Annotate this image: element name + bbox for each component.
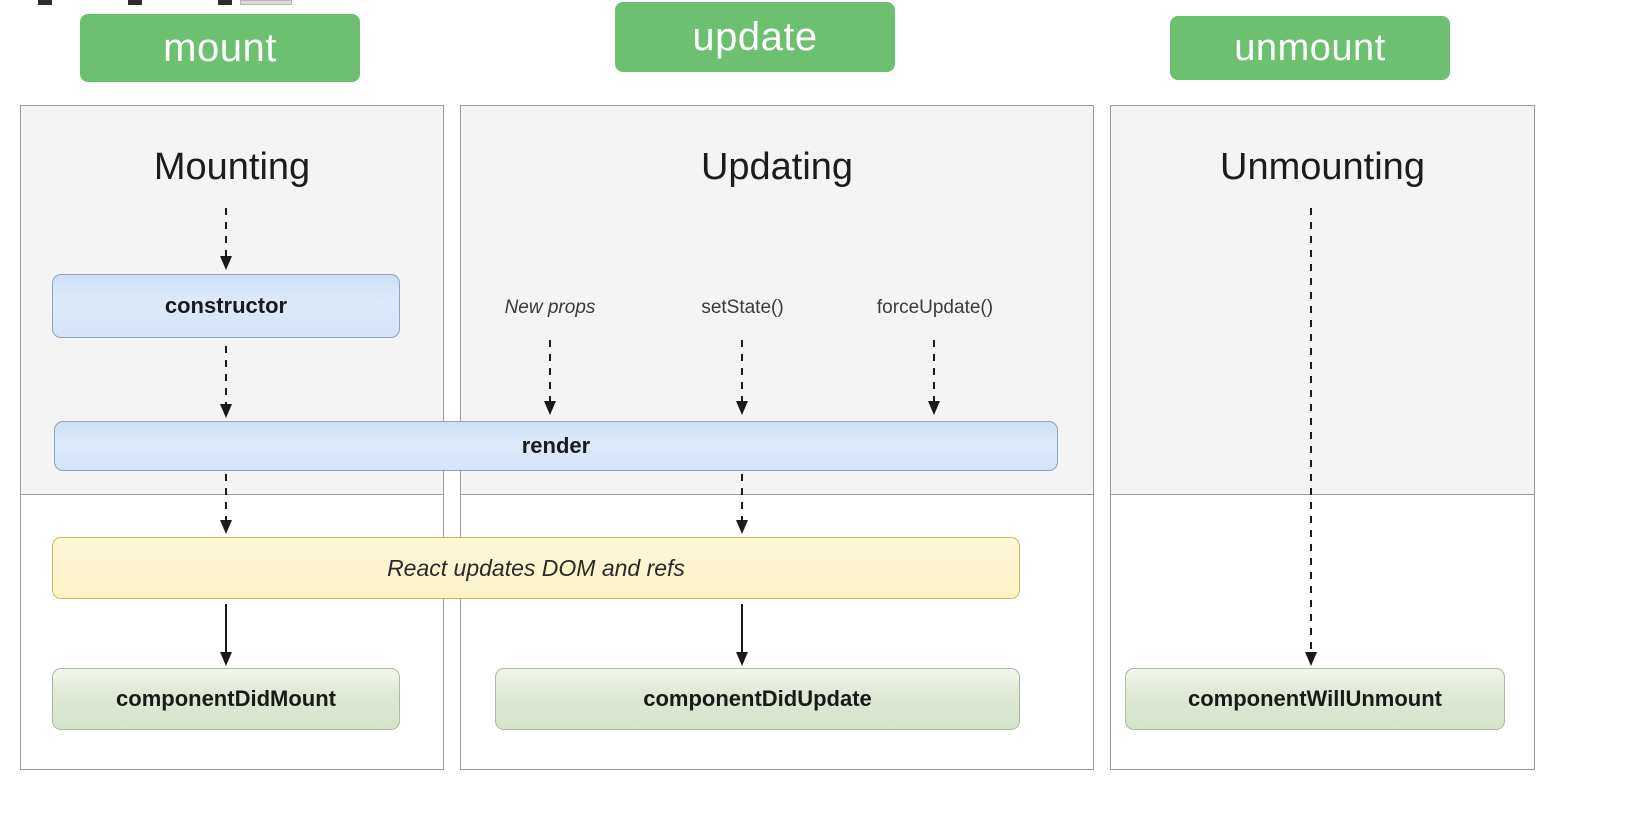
arrow-render-to-react-updates-mount	[220, 474, 232, 534]
arrow-new-props-to-render	[544, 340, 556, 415]
top-edge-artifact-box	[240, 0, 292, 5]
arrow-render-to-react-updates-update	[736, 474, 748, 534]
badge-unmount: unmount	[1170, 16, 1450, 80]
lifecycle-box-component-did-update: componentDidUpdate	[495, 668, 1020, 730]
arrow-title-to-will-unmount	[1305, 208, 1317, 666]
arrow-react-updates-to-did-mount	[220, 604, 232, 666]
lifecycle-box-component-did-mount: componentDidMount	[52, 668, 400, 730]
lifecycle-box-component-will-unmount: componentWillUnmount	[1125, 668, 1505, 730]
trigger-label-set-state: setState()	[701, 297, 784, 318]
top-edge-artifact	[218, 0, 232, 5]
panel-updating-title: Updating	[700, 146, 854, 188]
badge-mount: mount	[80, 14, 360, 82]
arrow-react-updates-to-did-update	[736, 604, 748, 666]
top-edge-artifact	[128, 0, 142, 5]
arrow-constructor-to-render	[220, 346, 232, 418]
arrow-title-to-constructor	[220, 208, 232, 270]
badge-update: update	[615, 2, 895, 72]
lifecycle-box-render: render	[54, 421, 1058, 471]
panel-unmounting-title: Unmounting	[1220, 146, 1425, 188]
trigger-label-force-update: forceUpdate()	[876, 297, 994, 318]
panel-mounting-title: Mounting	[153, 146, 311, 188]
trigger-label-new-props: New props	[504, 297, 596, 318]
panel-unmounting: Unmounting	[1110, 105, 1535, 770]
lifecycle-box-constructor: constructor	[52, 274, 400, 338]
top-edge-artifact	[38, 0, 52, 5]
lifecycle-box-react-updates-dom-and-refs: React updates DOM and refs	[52, 537, 1020, 599]
panel-unmounting-upper-region	[1111, 106, 1534, 495]
arrow-set-state-to-render	[736, 340, 748, 415]
arrow-force-update-to-render	[928, 340, 940, 415]
